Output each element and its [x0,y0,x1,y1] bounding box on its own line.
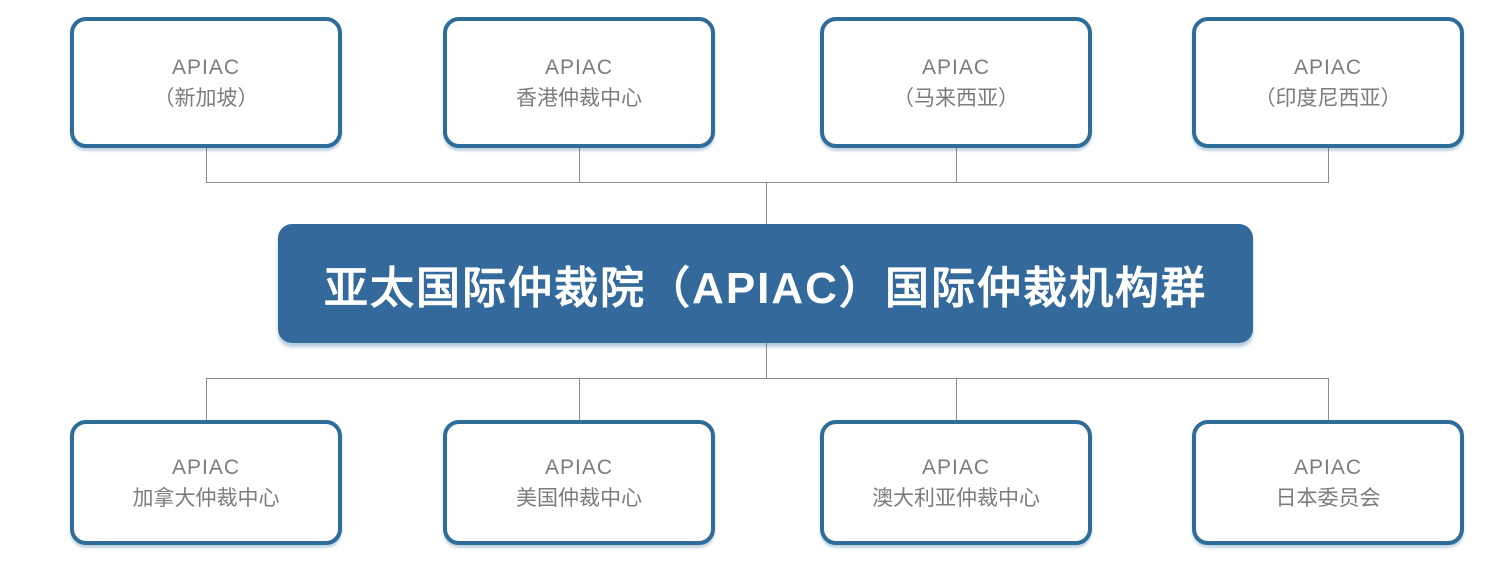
org-box-title: APIAC [921,455,991,479]
org-box-subtitle: （印度尼西亚） [1254,86,1402,110]
connector-top-horizontal [206,182,1329,183]
connector-bottom-horizontal [206,378,1329,379]
connector-stub-top-1 [206,148,207,183]
org-box-apiac-australia: APIAC 澳大利亚仲裁中心 [820,420,1092,545]
org-box-title: APIAC [171,455,241,479]
connector-stub-top-2 [579,148,580,183]
org-box-apiac-usa: APIAC 美国仲裁中心 [443,420,715,545]
org-box-subtitle: 加拿大仲裁中心 [132,486,280,510]
org-box-apiac-canada: APIAC 加拿大仲裁中心 [70,420,342,545]
org-box-subtitle: （马来西亚） [893,86,1019,110]
connector-stub-bottom-2 [579,378,580,420]
org-box-title: APIAC [544,55,614,79]
org-box-subtitle: （新加坡） [153,86,259,110]
org-box-title: APIAC [1293,455,1363,479]
org-center-node: 亚太国际仲裁院（APIAC）国际仲裁机构群 [278,224,1253,343]
org-center-title: 亚太国际仲裁院（APIAC）国际仲裁机构群 [324,263,1207,313]
connector-trunk-lower [766,343,767,378]
org-box-apiac-indonesia: APIAC （印度尼西亚） [1192,17,1464,148]
org-box-title: APIAC [171,55,241,79]
org-box-apiac-hongkong: APIAC 香港仲裁中心 [443,17,715,148]
org-box-subtitle: 美国仲裁中心 [516,486,642,510]
org-box-apiac-singapore: APIAC （新加坡） [70,17,342,148]
org-box-subtitle: 日本委员会 [1275,486,1381,510]
connector-stub-top-4 [1328,148,1329,183]
org-box-subtitle: 香港仲裁中心 [516,86,642,110]
connector-stub-bottom-4 [1328,378,1329,420]
org-box-title: APIAC [544,455,614,479]
connector-stub-bottom-3 [956,378,957,420]
org-box-title: APIAC [1293,55,1363,79]
connector-stub-bottom-1 [206,378,207,420]
connector-trunk-upper [766,182,767,224]
org-box-apiac-malaysia: APIAC （马来西亚） [820,17,1092,148]
org-box-apiac-japan: APIAC 日本委员会 [1192,420,1464,545]
connector-stub-top-3 [956,148,957,183]
org-box-subtitle: 澳大利亚仲裁中心 [872,486,1040,510]
org-box-title: APIAC [921,55,991,79]
